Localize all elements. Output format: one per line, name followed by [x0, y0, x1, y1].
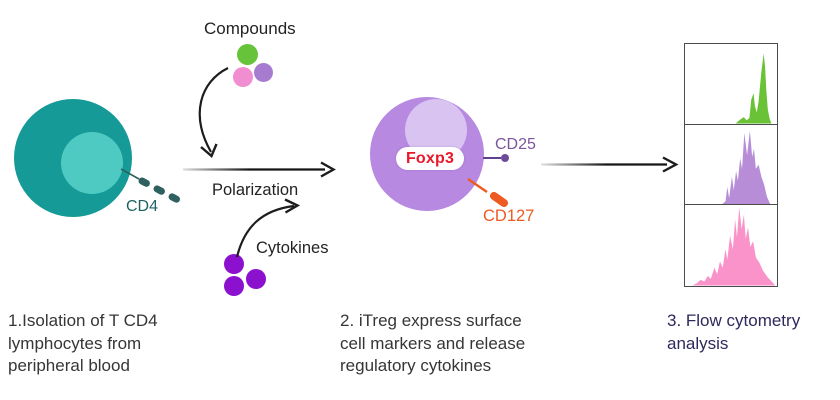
flow-histogram-purple [721, 130, 771, 204]
compounds-label: Compounds [204, 19, 296, 38]
polarization-label: Polarization [212, 181, 299, 199]
flow-histogram-green [735, 53, 772, 124]
caption-line: 3. Flow cytometry [667, 311, 801, 330]
compound-dot-purple [254, 63, 273, 82]
cd25-receptor [483, 154, 509, 162]
caption-line: cell markers and release [340, 333, 526, 353]
cytokine-dot-2 [224, 276, 244, 296]
caption-step2: 2. iTreg express surface cell markers an… [340, 310, 525, 378]
foxp3-label: Foxp3 [405, 149, 455, 167]
cd4-label: CD4 [126, 198, 159, 215]
caption-line: lymphocytes from [8, 333, 142, 353]
polarization-arrow [183, 161, 336, 178]
cytokines-label: Cytokines [256, 239, 329, 257]
compound-dot-pink [233, 67, 253, 87]
flow-panel-top [685, 44, 777, 125]
caption-line: peripheral blood [8, 356, 130, 375]
foxp3-badge: Foxp3 [396, 147, 464, 170]
compound-dot-green [237, 44, 258, 65]
caption-line: analysis [667, 333, 729, 353]
flow-panel-bottom [685, 205, 777, 286]
caption-line: 1.Isolation of T CD4 [8, 311, 158, 330]
cd25-label: CD25 [495, 136, 536, 153]
cd4-cell-nucleus [61, 132, 123, 194]
flow-histogram-pink [692, 207, 776, 286]
analysis-arrow [541, 156, 679, 173]
cytokine-dot-1 [224, 254, 244, 274]
caption-step3: 3. Flow cytometry analysis [667, 310, 800, 355]
caption-line: regulatory cytokines [340, 356, 492, 375]
caption-step1: 1.Isolation of T CD4 lymphocytes from pe… [8, 310, 158, 378]
caption-line: 2. iTreg express surface [340, 311, 522, 330]
cytokine-dot-3 [246, 269, 266, 289]
compounds-arrow [198, 67, 229, 158]
flow-panel-middle [685, 125, 777, 205]
cd127-label: CD127 [483, 207, 535, 225]
flow-cytometry-panels [684, 43, 778, 287]
